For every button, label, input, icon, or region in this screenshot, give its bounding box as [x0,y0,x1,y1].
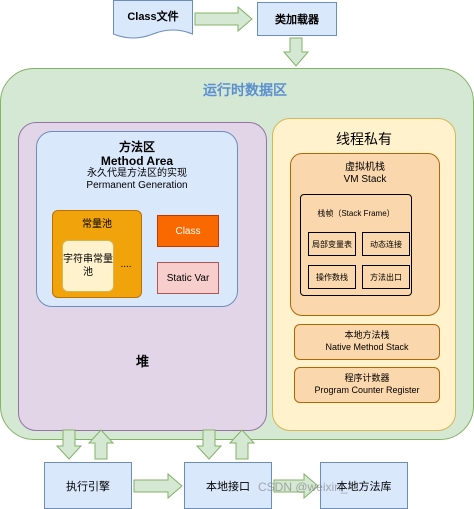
watermark-text: CSDN @weixin_4... [258,480,365,494]
native-method-stack-box: 本地方法栈 Native Method Stack [294,324,440,360]
arrow-exec-to-native-interface [133,472,183,500]
vm-stack-title: 虚拟机栈 VM Stack [290,157,440,191]
native-method-stack-en: Native Method Stack [325,342,409,352]
arrow-class-file-to-loader [194,5,253,33]
program-counter-en: Program Counter Register [314,385,420,395]
method-area-title-en: Method Area [100,153,174,168]
execution-engine-box: 执行引擎 [44,462,132,509]
method-area-subtitle-cn: 永久代是方法区的实现 [87,168,187,180]
method-area-subtitle-en: Permanent Generation [86,179,188,191]
native-method-stack-cn: 本地方法栈 [344,330,390,341]
native-interface-box: 本地接口 [184,462,272,509]
constant-pool-ellipsis: .... [120,258,132,270]
native-method-library-box: 本地方法库 [320,462,408,509]
thread-private-title: 线程私有 [336,131,392,147]
class-box: Class [157,215,219,247]
constant-pool-label: 常量池 [82,218,112,230]
static-var-box: Static Var [157,262,219,294]
vm-stack-title-en: VM Stack [343,174,387,185]
heap-label: 堆 [135,353,149,369]
arrow-loader-to-runtime [282,37,310,67]
method-area-title: 方法区 Method Area 永久代是方法区的实现 Permanent Gen… [36,136,238,196]
string-constant-pool-box: 字符串常量池 [62,240,114,292]
class-file-label: Class文件 [127,11,179,23]
class-file-shape [113,0,193,39]
method-area-title-cn: 方法区 [118,139,155,154]
stack-frame-label: 栈帧（Stack Frame） [317,208,395,218]
operand-stack-cell: 操作数栈 [308,265,356,289]
method-exit-cell: 方法出口 [362,265,410,289]
runtime-data-area-title: 运行时数据区 [203,82,287,98]
program-counter-cn: 程序计数器 [344,373,390,384]
vm-stack-title-cn: 虚拟机栈 [345,161,385,173]
class-loader-box: 类加载器 [257,2,337,36]
program-counter-register-box: 程序计数器 Program Counter Register [294,367,440,403]
local-variable-table-cell: 局部变量表 [308,232,356,256]
dynamic-link-cell: 动态连接 [362,232,410,256]
